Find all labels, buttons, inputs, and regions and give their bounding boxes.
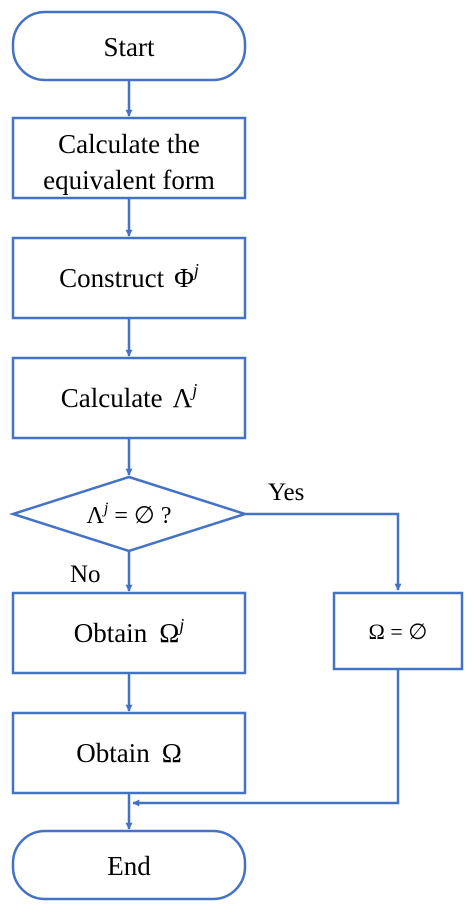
obtain-omega-text: Obtain — [76, 738, 150, 768]
omega-empty-label: Ω = ∅ — [369, 619, 428, 644]
no-label: No — [70, 561, 101, 588]
construct-phi-superscript: j — [192, 260, 199, 280]
omega-empty-box — [332, 591, 464, 671]
calc-equivalent-box — [11, 116, 247, 200]
calc-lambda-label: Calculate Λj — [61, 380, 198, 413]
calc-lambda-text: Calculate — [61, 383, 163, 413]
construct-phi-label: Construct Φj — [59, 260, 199, 293]
obtain-omega-j-symbol: Ω — [159, 618, 179, 648]
calc-lambda-box — [11, 356, 247, 440]
obtain-omega-j-text: Obtain — [74, 618, 148, 648]
start-label: Start — [104, 32, 155, 62]
obtain-omega-j-label: Obtain Ωj — [74, 615, 185, 648]
construct-phi-symbol: Φ — [174, 263, 194, 293]
decision-lambda-symbol: Λ — [87, 503, 105, 529]
end-label: End — [107, 851, 151, 881]
calc-equivalent-line1: Calculate the — [58, 129, 200, 159]
obtain-omega-j-box — [11, 591, 247, 675]
arrow-yes-branch — [245, 512, 402, 591]
arrow-merge-from-omega-empty — [132, 669, 400, 807]
decision-condition: = ∅ ? — [108, 503, 171, 529]
obtain-omega-j-superscript: j — [177, 615, 184, 635]
construct-text: Construct — [59, 263, 164, 293]
obtain-omega-label: Obtain Ω — [76, 738, 182, 768]
yes-label: Yes — [268, 479, 304, 506]
calc-lambda-symbol: Λ — [173, 383, 193, 413]
calc-equivalent-line2: equivalent form — [43, 165, 215, 195]
obtain-omega-symbol: Ω — [162, 738, 182, 768]
decision-label: Λj = ∅ ? — [87, 500, 172, 529]
decision-lambda-superscript: j — [102, 500, 109, 517]
end-terminal — [11, 829, 247, 901]
calc-lambda-superscript: j — [190, 380, 197, 400]
